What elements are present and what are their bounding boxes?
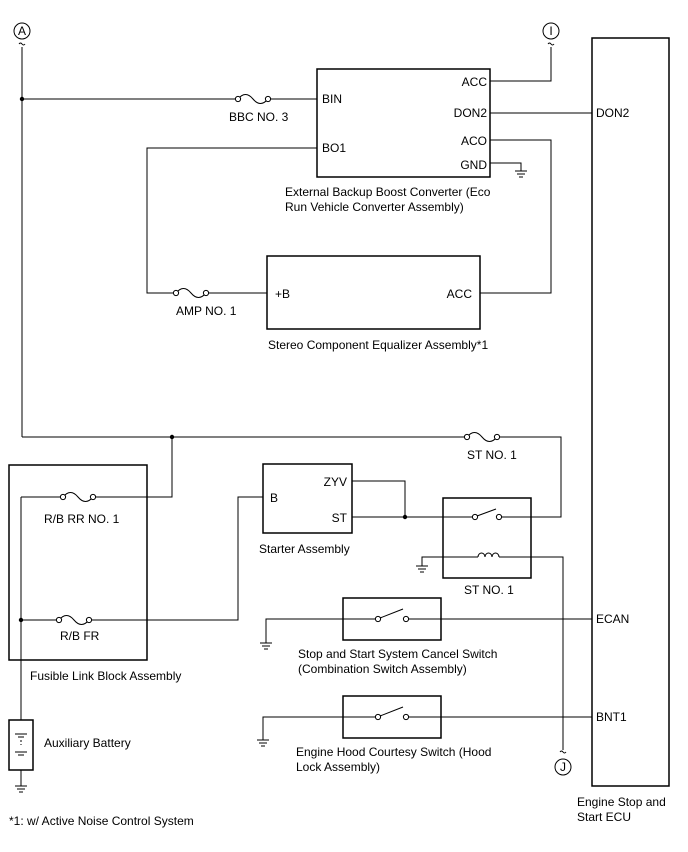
ecu-pin-bnt1: BNT1	[596, 710, 627, 724]
equalizer: +B ACC Stereo Component Equalizer Assemb…	[266, 255, 488, 352]
hood-switch-ground-icon	[257, 716, 343, 747]
fusible-link-block: R/B RR NO. 1 R/B FR Fusible Link Block A…	[8, 464, 181, 720]
fuse-rb-fr-label: R/B FR	[60, 629, 100, 643]
amp-fuse-circuit: AMP NO. 1	[146, 147, 317, 318]
pin-starter-b: B	[270, 491, 278, 505]
pin-acc: ACC	[462, 75, 488, 89]
fuse-bbc-no3-label: BBC NO. 3	[229, 110, 289, 124]
ecu-pin-don2: DON2	[596, 106, 630, 120]
ecu-pin-ecan: ECAN	[596, 612, 629, 626]
connector-i-label: I	[549, 24, 552, 38]
pin-st: ST	[332, 511, 348, 525]
st-fuse-circuit: ST NO. 1	[22, 432, 562, 518]
pin-plus-b: +B	[275, 287, 290, 301]
connector-a: A	[13, 22, 31, 437]
rb-fr-wire	[147, 496, 263, 621]
ecu-name-1: Engine Stop and	[577, 795, 666, 809]
fuse-amp-no1-label: AMP NO. 1	[176, 304, 237, 318]
boost-gnd-ground-icon	[490, 162, 527, 178]
hood-switch: Engine Hood Courtesy Switch (Hood Lock A…	[296, 695, 491, 774]
pin-don2: DON2	[454, 106, 488, 120]
pin-zyv: ZYV	[324, 475, 347, 489]
battery-name: Auxiliary Battery	[44, 736, 131, 750]
footnote: *1: w/ Active Noise Control System	[9, 814, 194, 828]
connector-j-label: J	[560, 760, 566, 774]
cancel-switch-name-2: (Combination Switch Assembly)	[298, 662, 467, 676]
relay-ground-icon	[416, 556, 443, 573]
boost-converter-name-2: Run Vehicle Converter Assembly)	[285, 200, 464, 214]
pin-equalizer-acc: ACC	[447, 287, 473, 301]
hood-switch-name-2: Lock Assembly)	[296, 760, 380, 774]
boost-converter-name-1: External Backup Boost Converter (Eco	[285, 185, 491, 199]
pin-gnd: GND	[460, 158, 487, 172]
starter-name: Starter Assembly	[259, 542, 350, 556]
st-relay-name: ST NO. 1	[464, 583, 514, 597]
connector-a-label: A	[18, 24, 26, 38]
pin-aco: ACO	[461, 134, 487, 148]
fuse-st-no1-label: ST NO. 1	[467, 448, 517, 462]
starter-assembly: B ZYV ST Starter Assembly	[259, 463, 353, 556]
pin-bo1: BO1	[322, 141, 346, 155]
cancel-switch: Stop and Start System Cancel Switch (Com…	[298, 597, 497, 676]
pin-bin: BIN	[322, 92, 342, 106]
connector-j: J	[518, 556, 572, 776]
st-relay: ST NO. 1	[442, 497, 532, 597]
engine-stop-start-ecu: DON2 ECAN BNT1 Engine Stop and Start ECU	[577, 37, 670, 824]
fusible-link-name: Fusible Link Block Assembly	[30, 669, 181, 683]
aco-wire	[480, 139, 552, 294]
battery-ground-icon	[15, 770, 27, 793]
zyv-wire	[352, 480, 406, 517]
boost-converter: BIN BO1 ACC DON2 ACO GND External Backup…	[285, 68, 491, 214]
equalizer-name: Stereo Component Equalizer Assembly*1	[268, 338, 488, 352]
cancel-switch-ground-icon	[260, 618, 343, 650]
cancel-switch-name-1: Stop and Start System Cancel Switch	[298, 647, 497, 661]
hood-switch-name-1: Engine Hood Courtesy Switch (Hood	[296, 745, 491, 759]
ecu-name-2: Start ECU	[577, 810, 631, 824]
auxiliary-battery: Auxiliary Battery	[8, 719, 131, 793]
bbc-fuse-circuit: BBC NO. 3	[19, 94, 317, 124]
fuse-rb-rr-no1-label: R/B RR NO. 1	[44, 512, 120, 526]
connector-i: I	[490, 22, 560, 82]
